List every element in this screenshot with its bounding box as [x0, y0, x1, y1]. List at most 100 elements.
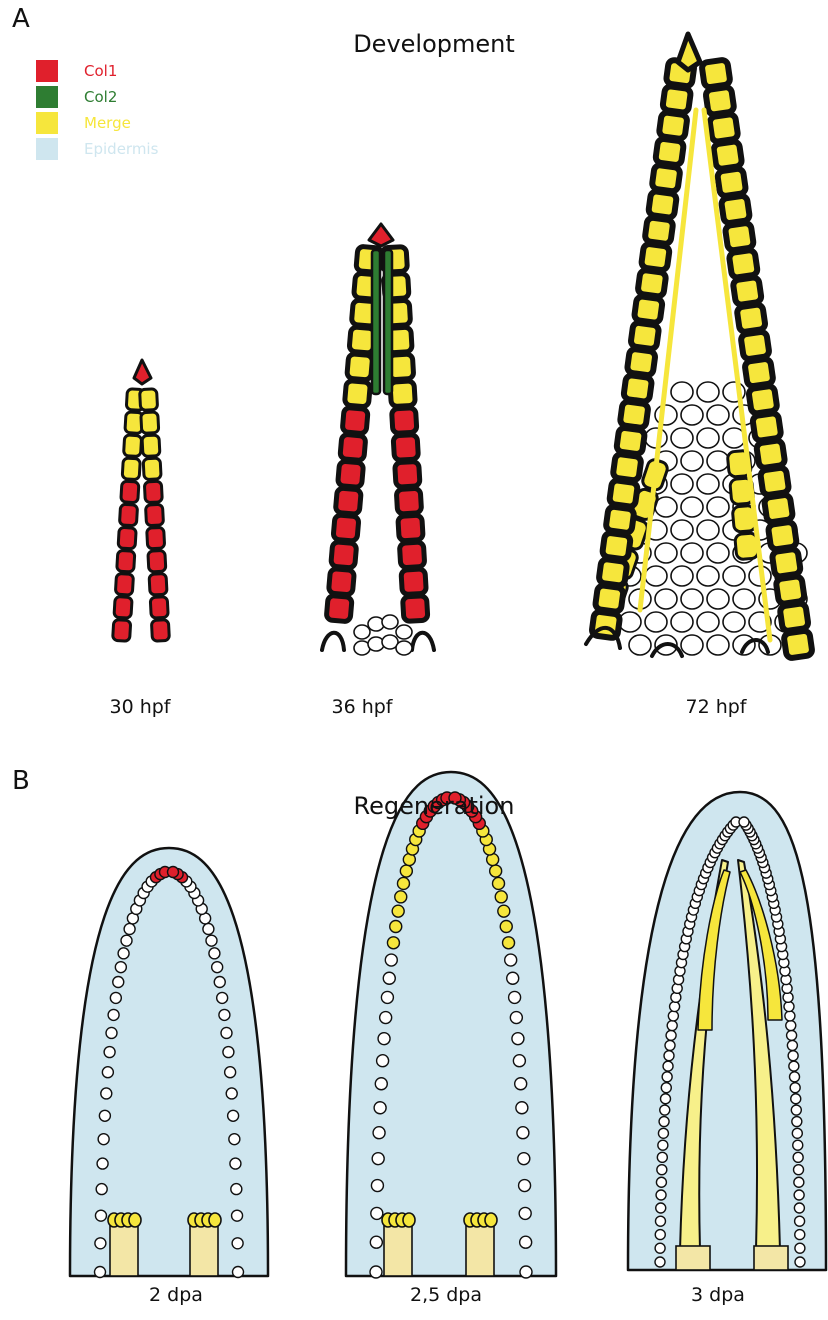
- cell: [209, 948, 220, 959]
- cell: [393, 434, 418, 460]
- cell: [760, 467, 789, 496]
- cell: [641, 243, 670, 270]
- tip-cell: [369, 224, 393, 246]
- cell: [97, 1158, 108, 1169]
- cell: [795, 1216, 805, 1226]
- mesenchyme-cell: [707, 589, 729, 609]
- cell: [705, 87, 734, 116]
- cell: [658, 1140, 668, 1150]
- cell: [664, 1051, 674, 1061]
- cell: [795, 1230, 805, 1240]
- cell: [794, 1177, 804, 1187]
- mesenchyme-cell: [655, 405, 677, 425]
- mesenchyme-cell: [707, 635, 729, 655]
- cell: [656, 1177, 666, 1187]
- cell: [149, 573, 167, 595]
- cell: [644, 217, 673, 244]
- blastema-2-5dpa: [346, 772, 556, 1278]
- cell: [657, 1152, 667, 1162]
- cell: [788, 1051, 798, 1061]
- tip-cell: [134, 360, 151, 384]
- mesenchyme-cell: [655, 589, 677, 609]
- cell: [648, 191, 677, 218]
- stage-label-30hpf: 30 hpf: [60, 696, 220, 718]
- cell: [505, 954, 517, 966]
- base-curl: [322, 633, 344, 650]
- cell: [779, 603, 808, 632]
- cell: [340, 434, 366, 461]
- cell: [230, 1158, 241, 1169]
- cell: [498, 905, 510, 917]
- cell: [512, 1033, 524, 1045]
- cell: [764, 494, 793, 523]
- mesenchyme-cell: [697, 566, 719, 586]
- cell: [347, 354, 373, 381]
- cell: [221, 1027, 232, 1038]
- cell: [383, 972, 395, 984]
- cap-cell: [485, 1213, 497, 1227]
- mesenchyme-cell: [697, 428, 719, 448]
- cell: [117, 550, 135, 572]
- cell: [503, 937, 515, 949]
- cell: [787, 1030, 797, 1040]
- cell: [395, 891, 407, 903]
- cell: [667, 1021, 677, 1031]
- cell: [790, 1072, 800, 1082]
- mesenchyme-cell: [382, 615, 398, 629]
- cell: [219, 1009, 230, 1020]
- col2-rod: [372, 250, 380, 394]
- stage-label-2dpa: 2 dpa: [96, 1284, 256, 1306]
- cap-cell: [129, 1213, 141, 1227]
- cell: [114, 597, 132, 619]
- cell: [104, 1047, 115, 1058]
- cell: [232, 1210, 243, 1221]
- cell: [335, 488, 361, 515]
- cell: [151, 620, 169, 642]
- cell: [787, 1040, 797, 1050]
- ray-stump: [384, 1224, 412, 1276]
- cell: [99, 1110, 110, 1121]
- cell: [733, 277, 762, 306]
- cell: [326, 595, 352, 622]
- cell: [792, 1128, 802, 1138]
- cell: [148, 550, 166, 572]
- mesenchyme-cell: [671, 520, 693, 540]
- cell: [598, 559, 627, 586]
- fin-36hpf: [322, 224, 434, 655]
- cell: [789, 1061, 799, 1071]
- cell: [95, 1267, 106, 1278]
- cell: [744, 358, 773, 387]
- mesenchyme-cell: [707, 543, 729, 563]
- cell: [145, 504, 163, 526]
- cell: [725, 222, 754, 251]
- cell: [616, 427, 645, 454]
- cell: [516, 1102, 528, 1114]
- cell: [510, 1012, 522, 1024]
- cell: [670, 1002, 680, 1012]
- cell: [108, 1009, 119, 1020]
- cap-cell: [403, 1213, 415, 1227]
- cell: [657, 1165, 667, 1175]
- cell: [520, 1236, 532, 1248]
- cell: [372, 1153, 384, 1165]
- cell: [627, 348, 656, 375]
- stage-label-2-5dpa: 2,5 dpa: [366, 1284, 526, 1306]
- cell: [113, 977, 124, 988]
- cell: [609, 480, 638, 507]
- cell: [795, 1243, 805, 1253]
- cell: [793, 1140, 803, 1150]
- cell: [342, 407, 368, 434]
- cell: [397, 877, 409, 889]
- cell: [772, 549, 801, 578]
- cell: [124, 923, 135, 934]
- cell: [493, 877, 505, 889]
- cell: [228, 1110, 239, 1121]
- cell: [785, 1011, 795, 1021]
- cell: [663, 1061, 673, 1071]
- tip-cell: [678, 34, 700, 70]
- mesenchyme-cell: [697, 612, 719, 632]
- mesenchyme-cell: [697, 474, 719, 494]
- cell: [392, 408, 417, 434]
- cell: [378, 1033, 390, 1045]
- cell: [729, 250, 758, 279]
